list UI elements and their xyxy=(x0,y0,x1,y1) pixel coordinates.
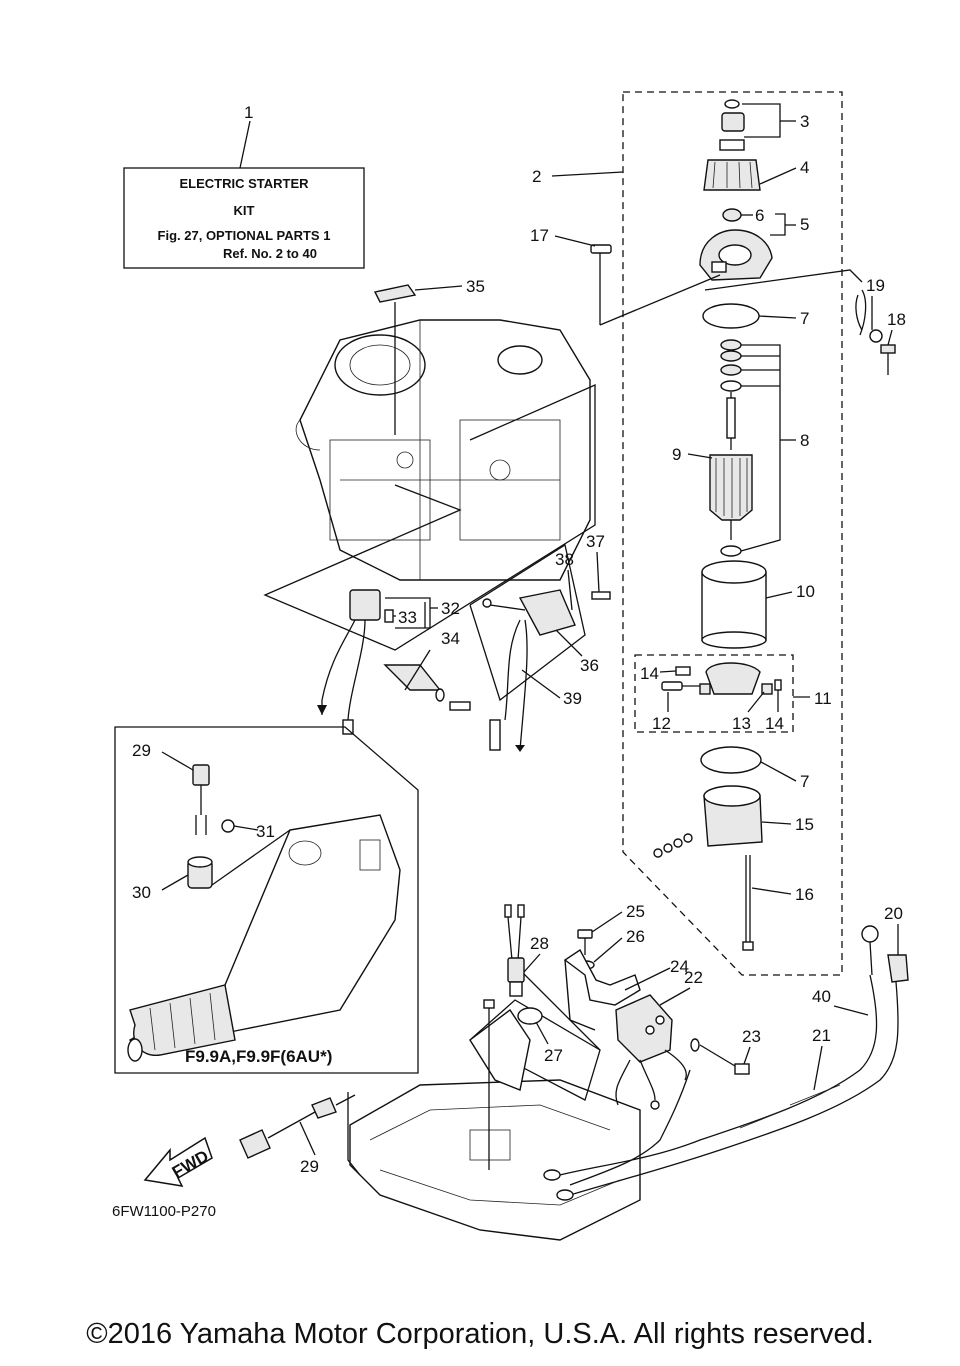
callout-27: 27 xyxy=(544,1046,563,1065)
callout-7-bottom: 7 xyxy=(800,772,809,791)
brush-holder-group-frame xyxy=(634,654,794,733)
bottom-cowling xyxy=(347,1079,641,1241)
part-35 xyxy=(373,284,463,435)
kit-line-2: KIT xyxy=(234,203,255,218)
callout-19: 19 xyxy=(866,276,885,295)
callout-6: 6 xyxy=(755,206,764,225)
callout-13: 13 xyxy=(732,714,751,733)
parts-36-39 xyxy=(469,543,611,752)
kit-line-1: ELECTRIC STARTER xyxy=(179,176,309,191)
callout-2: 2 xyxy=(532,167,541,186)
variant-label: F9.9A,F9.9F(6AU*) xyxy=(185,1047,332,1066)
callout-25: 25 xyxy=(626,902,645,921)
parts-24-27 xyxy=(469,929,641,1170)
callout-18: 18 xyxy=(887,310,906,329)
engine-callout-frame xyxy=(263,384,596,651)
callout-5: 5 xyxy=(800,215,809,234)
kit-line-3: Fig. 27, OPTIONAL PARTS 1 xyxy=(158,228,331,243)
callout-29-lower: 29 xyxy=(300,1157,319,1176)
callout-31: 31 xyxy=(256,822,275,841)
diagram-code: 6FW1100-P270 xyxy=(112,1203,216,1220)
parts-32-34 xyxy=(317,589,471,735)
callout-20: 20 xyxy=(884,904,903,923)
callout-38: 38 xyxy=(555,550,574,569)
callout-32: 32 xyxy=(441,599,460,618)
lead-wire-19-18 xyxy=(704,269,896,375)
callout-14-left: 14 xyxy=(640,664,659,683)
callout-39: 39 xyxy=(563,689,582,708)
callout-23: 23 xyxy=(742,1027,761,1046)
fwd-arrow: FWD xyxy=(143,1136,213,1187)
callout-40: 40 xyxy=(812,987,831,1006)
kit-line-4: Ref. No. 2 to 40 xyxy=(223,246,317,261)
callout-17: 17 xyxy=(530,226,549,245)
callout-29-inset: 29 xyxy=(132,741,151,760)
callouts: 1 2 3 4 5 6 7 8 9 10 11 12 13 14 14 xyxy=(132,103,906,1176)
callout-7-top: 7 xyxy=(800,309,809,328)
callout-26: 26 xyxy=(626,927,645,946)
callout-21: 21 xyxy=(812,1026,831,1045)
callout-35: 35 xyxy=(466,277,485,296)
callout-8: 8 xyxy=(800,431,809,450)
callout-3: 3 xyxy=(800,112,809,131)
callout-15: 15 xyxy=(795,815,814,834)
callout-34: 34 xyxy=(441,629,460,648)
part-28 xyxy=(504,904,525,997)
variant-inset xyxy=(127,764,401,1062)
starter-motor-group-frame xyxy=(622,91,843,976)
part-29-lower xyxy=(239,1094,356,1159)
callout-10: 10 xyxy=(796,582,815,601)
kit-info-box: ELECTRIC STARTER KIT Fig. 27, OPTIONAL P… xyxy=(123,120,365,269)
callout-16: 16 xyxy=(795,885,814,904)
battery-cables xyxy=(543,925,909,1201)
callout-30: 30 xyxy=(132,883,151,902)
callout-14-right: 14 xyxy=(765,714,784,733)
engine-block xyxy=(295,319,591,581)
parts-22-23 xyxy=(615,994,750,1110)
callout-9: 9 xyxy=(672,445,681,464)
callout-33: 33 xyxy=(398,608,417,627)
starter-parts xyxy=(590,99,782,951)
callout-28: 28 xyxy=(530,934,549,953)
callout-22: 22 xyxy=(684,968,703,987)
callout-36: 36 xyxy=(580,656,599,675)
callout-4: 4 xyxy=(800,158,809,177)
callout-24: 24 xyxy=(670,957,689,976)
callout-12: 12 xyxy=(652,714,671,733)
callout-1: 1 xyxy=(244,103,253,122)
variant-inset-frame xyxy=(114,726,419,1074)
callout-11: 11 xyxy=(814,689,832,708)
copyright-notice: ©2016 Yamaha Motor Corporation, U.S.A. A… xyxy=(86,1318,874,1350)
callout-37: 37 xyxy=(586,532,605,551)
